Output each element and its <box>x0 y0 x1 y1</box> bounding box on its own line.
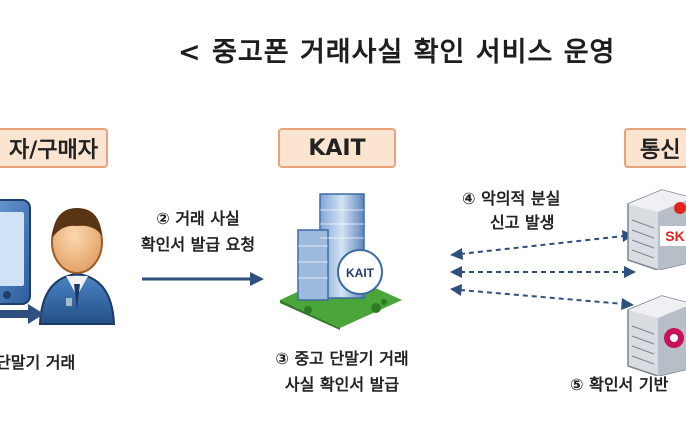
sk-server-icon: SK <box>627 189 686 270</box>
page-title: < 중고폰 거래사실 확인 서비스 운영 <box>178 37 616 68</box>
step3-label-line1: ③ 중고 단말기 거래 <box>275 349 409 368</box>
seller-to-kait-arrow-stub <box>0 304 44 324</box>
header-telco-label: 통신 <box>640 138 681 163</box>
header-seller-buyer: 자/구매자 <box>0 128 108 168</box>
step3-label-line2: 사실 확인서 발급 <box>284 375 400 394</box>
building-icon: KAIT <box>280 193 402 330</box>
person-icon <box>38 208 116 325</box>
sk-logo-text: SK <box>665 228 684 244</box>
header-telco: 통신 <box>624 128 686 168</box>
report-arrows <box>450 230 636 310</box>
header-kait: KAIT <box>278 128 396 168</box>
request-arrow <box>142 272 264 286</box>
step2-label-line1: ② 거래 사실 <box>156 209 240 228</box>
smartphone-icon <box>0 199 31 305</box>
header-seller-label: 자/구매자 <box>9 138 98 163</box>
step4-label-line1: ④ 악의적 분실 <box>462 189 561 208</box>
step1-label: 단말기 거래 <box>0 353 76 372</box>
step5-label: ⑤ 확인서 기반 <box>570 375 669 394</box>
step4-label-line2: 신고 발생 <box>490 213 555 232</box>
header-kait-label: KAIT <box>308 135 366 161</box>
building-kait-label: KAIT <box>346 266 375 280</box>
step2-label-line2: 확인서 발급 요청 <box>140 235 256 254</box>
lg-server-icon <box>627 295 686 376</box>
